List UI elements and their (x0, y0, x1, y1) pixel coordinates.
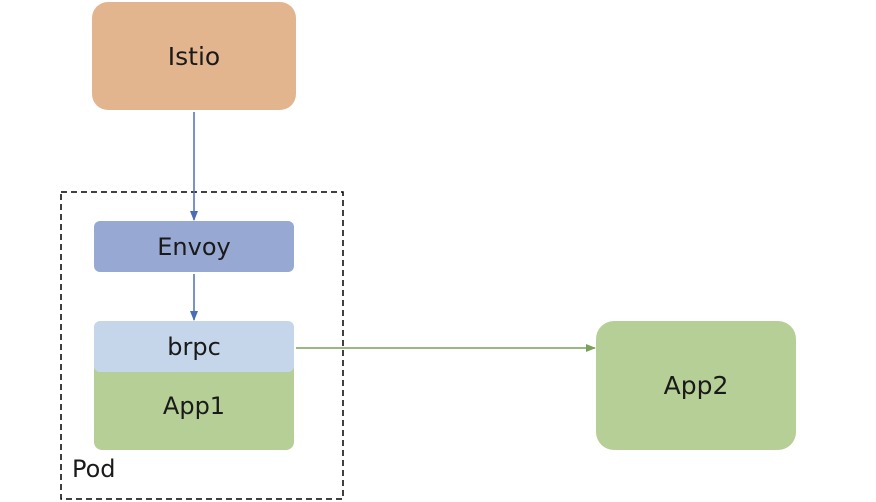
pod-label: Pod (72, 455, 116, 483)
istio-label: Istio (167, 41, 221, 71)
brpc-label: brpc (167, 332, 221, 361)
pod-boundary (60, 191, 344, 500)
app2-node: App2 (596, 321, 796, 450)
app1-label: App1 (162, 392, 226, 420)
envoy-node: Envoy (94, 221, 294, 272)
istio-node: Istio (92, 2, 296, 110)
brpc-node: brpc (94, 321, 294, 372)
app2-label: App2 (663, 371, 729, 400)
envoy-label: Envoy (157, 232, 231, 261)
